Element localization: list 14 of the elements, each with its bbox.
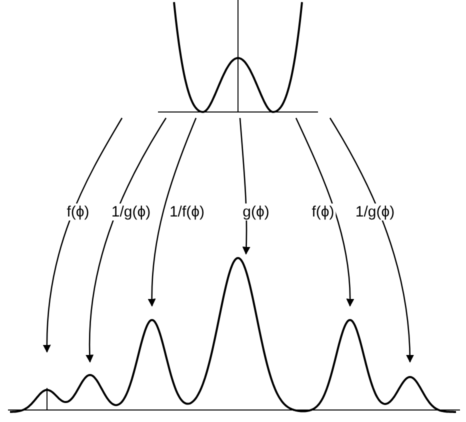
edge-label: 1/g(ϕ) bbox=[110, 204, 152, 220]
arrow bbox=[148, 118, 197, 307]
arrow bbox=[239, 118, 250, 255]
arrow bbox=[295, 118, 354, 307]
peak-curve-drawing bbox=[8, 257, 460, 413]
arrow bbox=[86, 118, 167, 363]
edge-label: g(ϕ) bbox=[242, 204, 270, 220]
edge-label: f(ϕ) bbox=[66, 204, 90, 220]
arrow bbox=[329, 118, 414, 363]
edge-label: 1/g(ϕ) bbox=[354, 204, 396, 220]
edge-label: f(ϕ) bbox=[310, 204, 336, 220]
edge-label: 1/f(ϕ) bbox=[168, 204, 206, 220]
double-well-curve-drawing bbox=[158, 0, 318, 113]
arrow bbox=[43, 118, 123, 353]
